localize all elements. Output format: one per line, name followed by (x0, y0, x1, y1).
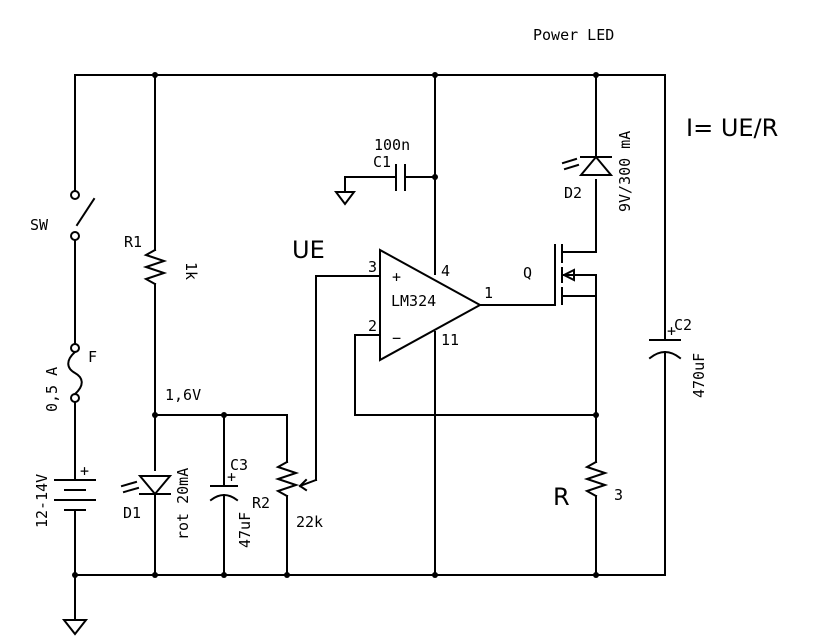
q-ref: Q (523, 264, 532, 282)
c1-ref: C1 (373, 153, 391, 171)
r2-ref: R2 (252, 494, 270, 512)
c3-plus: + (227, 468, 236, 486)
battery-value: 12-14V (33, 474, 51, 528)
r1-value: 1k (182, 262, 200, 280)
opamp-pin2: 2 (368, 317, 377, 335)
c3-ref: C3 (230, 456, 248, 474)
opamp-pin1: 1 (484, 284, 493, 302)
battery-plus: + (80, 462, 89, 480)
r-ref: R (553, 483, 570, 511)
c2-plus: + (667, 322, 676, 340)
battery (54, 479, 96, 601)
opamp-pin11: 11 (441, 331, 459, 349)
d1-ref: D1 (123, 504, 141, 522)
opamp-lm324 (315, 248, 597, 416)
current-formula: I= UE/R (686, 114, 778, 142)
led-d1 (120, 475, 173, 576)
opamp-plus-symbol: + (392, 268, 401, 286)
opamp-minus-symbol: − (392, 329, 401, 347)
reference-node-voltage: 1,6V (165, 386, 201, 404)
fuse-f (67, 343, 83, 481)
opamp-pin3: 3 (368, 258, 377, 276)
d1-value: rot 20mA (174, 468, 192, 540)
resistor-r1 (142, 74, 168, 471)
r2-value: 22k (296, 513, 323, 531)
capacitor-c3 (209, 414, 239, 576)
r1-ref: R1 (124, 233, 142, 251)
c2-ref: C2 (674, 316, 692, 334)
r-value: 3 (614, 486, 623, 504)
mosfet-q (554, 179, 597, 463)
d2-ref: D2 (564, 184, 582, 202)
fuse-value: 0,5 A (43, 367, 61, 412)
junction-dots (72, 72, 599, 578)
d2-value: 9V/300 mA (616, 131, 634, 212)
opamp-pin4: 4 (441, 262, 450, 280)
led-d2 (561, 74, 614, 176)
capacitor-c2 (648, 74, 682, 576)
node-ue-label: UE (292, 236, 325, 264)
ground-symbol (61, 599, 89, 636)
switch-label: SW (30, 216, 49, 234)
c3-value: 47uF (236, 512, 254, 548)
opamp-ref: LM324 (391, 292, 436, 310)
switch-sw (70, 74, 96, 345)
schematic-title: Power LED (533, 26, 614, 44)
resistor-r (583, 460, 609, 576)
c2-value: 470uF (690, 353, 708, 398)
fuse-ref: F (88, 348, 97, 366)
capacitor-c1 (334, 164, 436, 206)
c1-value: 100n (374, 136, 410, 154)
potentiometer-r2 (274, 275, 318, 576)
